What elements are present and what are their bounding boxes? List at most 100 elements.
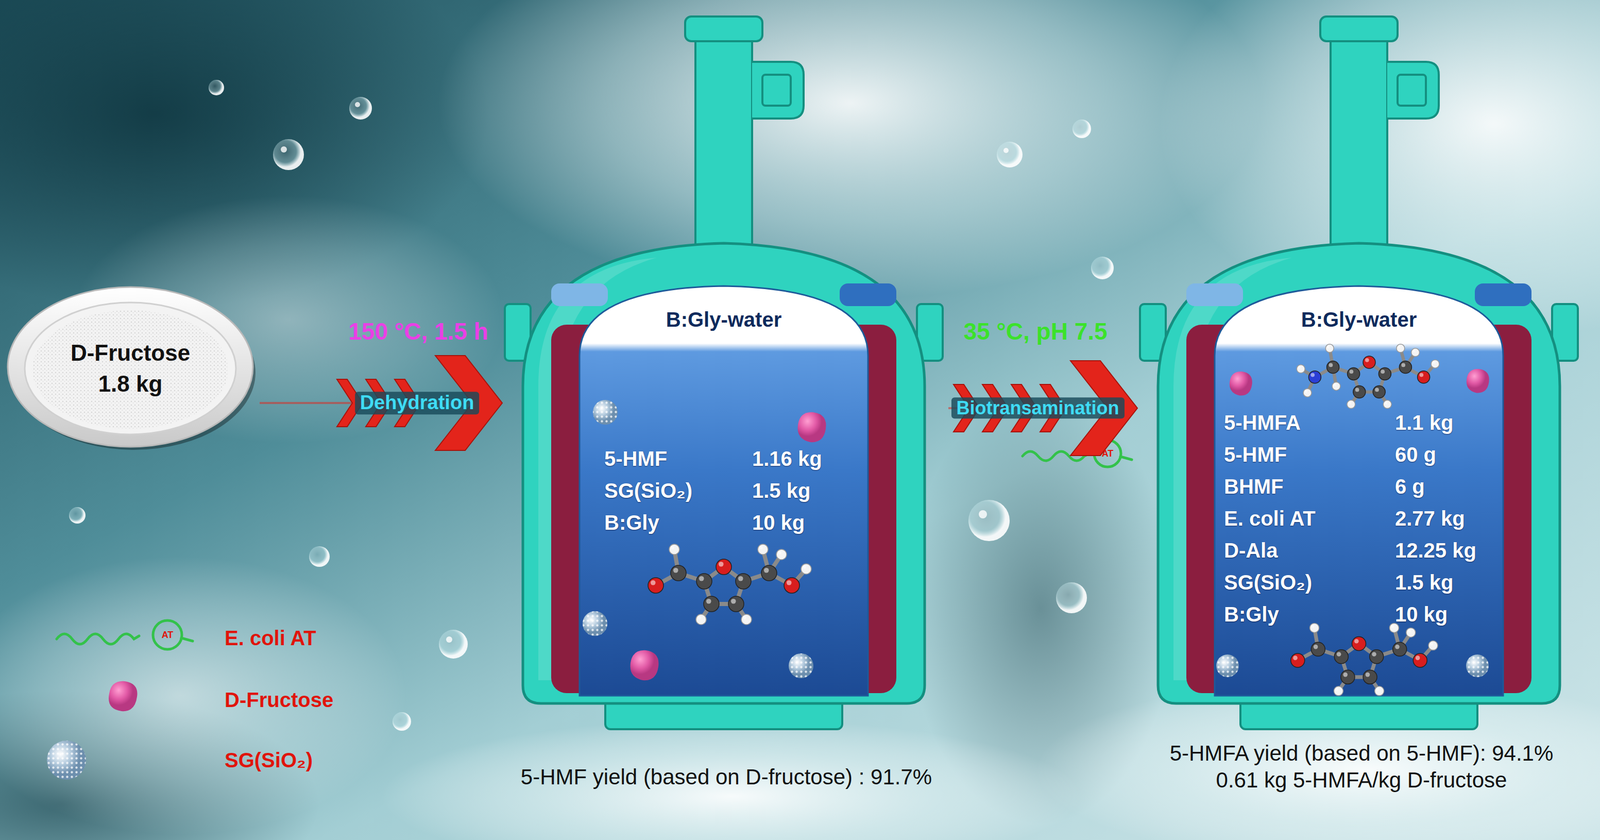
node-text: 10 kg	[752, 510, 805, 535]
edge-label: Biotransamination	[950, 397, 1125, 419]
molecule-model	[1298, 365, 1301, 369]
node-text: 1.16 kg	[752, 446, 823, 471]
molecule-model	[1365, 358, 1370, 363]
legend-text: D-Fructose	[224, 687, 334, 712]
molecule-model	[757, 543, 769, 555]
molecule-model	[1401, 363, 1406, 368]
node-text: 10 kg	[1394, 602, 1448, 626]
silica-gel-bead	[592, 399, 618, 425]
node-text: 60 g	[1394, 442, 1437, 467]
molecule-model	[1363, 669, 1377, 684]
molecule-model	[1432, 361, 1436, 364]
reactor-vessel	[1387, 61, 1439, 119]
molecule-model	[1353, 385, 1366, 399]
reactor-vessel	[695, 36, 753, 253]
water-droplets	[446, 636, 453, 643]
silica-gel-bead	[582, 610, 608, 636]
node-text: B:Gly	[1223, 602, 1280, 626]
background-shading	[0, 556, 407, 835]
reactor-vessel	[1137, 15, 1581, 732]
water-droplets	[280, 146, 287, 153]
water-droplets	[978, 509, 987, 519]
water-droplets	[208, 79, 225, 96]
silica-gel-bead	[1216, 654, 1239, 677]
molecule-model	[1311, 624, 1315, 628]
reactor-vessel	[762, 74, 791, 106]
reactor-vessel	[1330, 36, 1388, 253]
legend-samples	[46, 620, 193, 780]
legend-samples	[56, 633, 140, 644]
molecule-model	[1383, 400, 1392, 409]
water-droplets	[273, 139, 304, 170]
molecule-model	[1296, 344, 1440, 409]
molecule-model	[648, 543, 812, 625]
molecule-model	[1390, 624, 1394, 628]
molecule-model	[1376, 687, 1380, 691]
molecule-model	[759, 545, 763, 549]
reactor-vessel	[579, 285, 868, 696]
molecule-model	[1309, 622, 1320, 633]
molecule-model	[1431, 359, 1440, 368]
legend-samples	[108, 681, 138, 711]
node-text: 1.8 kg	[98, 370, 163, 398]
molecule-model	[670, 545, 674, 549]
molecule-model	[801, 563, 812, 574]
molecule-model	[703, 596, 720, 612]
fructose-blob	[1466, 368, 1490, 394]
silica-gel-bead	[1466, 654, 1489, 677]
molecule-model	[1378, 367, 1391, 380]
molecule-model	[1396, 344, 1405, 353]
node-text: 2.77 kg	[1394, 506, 1466, 531]
yield-caption: 5-HMFA yield (based on 5-HMF): 94.1%	[1169, 740, 1554, 766]
molecule-model	[670, 565, 687, 581]
molecule-model	[1349, 369, 1354, 374]
node-text: 1.5 kg	[752, 478, 811, 503]
legend-text: E. coli AT	[224, 625, 317, 650]
molecule-model	[1347, 400, 1356, 409]
legend-samples	[152, 620, 182, 650]
water-droplets	[996, 141, 1023, 168]
molecule-model	[730, 598, 737, 604]
molecule-model	[699, 575, 705, 582]
legend-text: SG(SiO₂)	[224, 747, 313, 772]
molecule-model	[1365, 672, 1371, 677]
water-droplets	[309, 546, 330, 567]
legend-samples	[46, 740, 87, 780]
molecule-model	[1406, 627, 1416, 637]
molecule-model	[1380, 369, 1385, 374]
molecule-model	[1355, 387, 1360, 393]
molecule-model	[1290, 653, 1305, 668]
node-text: 12.25 kg	[1394, 538, 1477, 563]
node-text: 5-HMF	[1223, 442, 1287, 467]
molecule-model	[1419, 372, 1424, 378]
molecule-model	[648, 577, 664, 593]
reactor-vessel	[685, 16, 763, 42]
node-title: B:Gly-water	[1301, 307, 1418, 332]
molecule-model	[738, 575, 744, 582]
molecule-model	[1411, 348, 1420, 357]
molecule-model	[1326, 345, 1330, 348]
water-droplets	[1056, 582, 1087, 614]
reactor-vessel	[1474, 283, 1532, 306]
reactor-node: B:Gly-water5-HMF1.16 kgSG(SiO₂)1.5 kgB:G…	[502, 15, 946, 732]
molecule-model	[761, 565, 777, 581]
reactor-vessel	[1397, 74, 1426, 106]
water-droplets	[968, 499, 1010, 541]
molecule-model	[1334, 649, 1349, 664]
molecule-model	[1310, 372, 1315, 378]
fructose-blob	[1229, 371, 1253, 396]
node-title: D-Fructose	[70, 339, 191, 367]
reactor-vessel	[551, 283, 608, 306]
molecule-model	[696, 573, 712, 589]
molecule-model	[1394, 644, 1400, 650]
molecule-model	[1392, 641, 1407, 656]
node-text: 1.5 kg	[1394, 570, 1454, 594]
yield-caption: 5-HMF yield (based on D-fructose) : 91.7…	[520, 764, 932, 790]
petri-dish	[32, 310, 229, 429]
molecule-model	[1303, 388, 1312, 397]
condition-label: 35 °C, pH 7.5	[963, 317, 1108, 346]
water-droplets	[392, 711, 412, 731]
node-text: 5-HMF	[604, 446, 668, 471]
node-text: 6 g	[1394, 474, 1425, 499]
silica-gel-bead	[788, 653, 814, 678]
